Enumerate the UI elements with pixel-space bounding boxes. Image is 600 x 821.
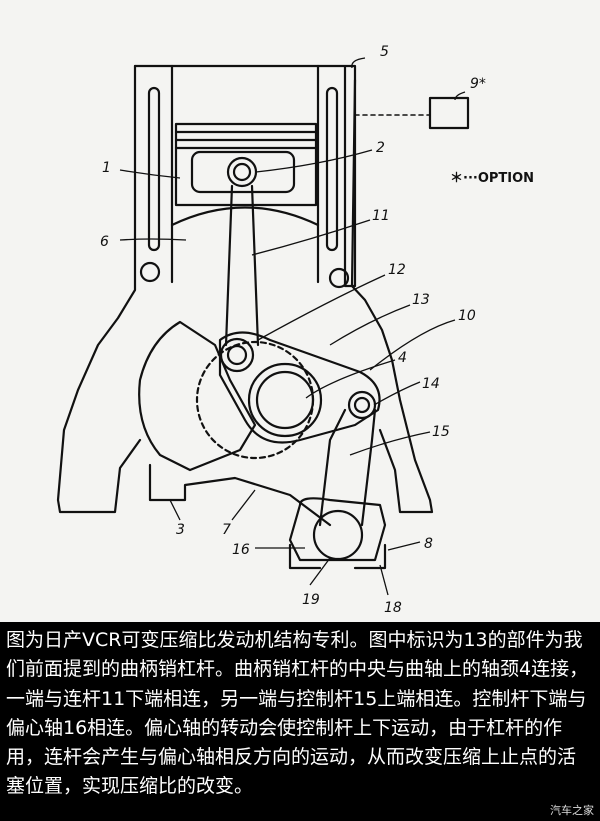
label-19: 19 [302,592,320,608]
label-5: 5 [380,44,389,60]
label-18: 18 [384,600,402,616]
label-9: 9* [470,76,486,92]
connecting-rod [224,184,260,347]
label-6: 6 [100,234,109,250]
cylinder-block [133,64,357,288]
label-2: 2 [376,140,385,156]
watermark: 汽车之家 [550,804,594,817]
caption-text: 图为日产VCR可变压缩比发动机结构专利。图中标识为13的部件为我们前面提到的曲柄… [6,629,589,798]
piston-pin [226,156,258,188]
option-actuator [428,96,470,130]
label-15: 15 [432,424,450,440]
crank-pin-lever [218,331,381,444]
label-8: 8 [424,536,433,552]
right-slot [325,86,339,252]
label-1: 1 [102,160,111,176]
eccentric-shaft [312,509,364,561]
engine-diagram: 1 2 5 9* ＊···OPTION 6 11 12 13 10 4 14 1… [56,44,534,616]
piston [174,122,318,150]
label-7: 7 [222,522,231,538]
caption-panel: 图为日产VCR可变压缩比发动机结构专利。图中标识为13的部件为我们前面提到的曲柄… [0,622,600,821]
label-14: 14 [422,376,440,392]
left-slot [147,86,161,252]
label-3: 3 [176,522,185,538]
label-4: 4 [398,350,407,366]
label-11: 11 [372,208,390,224]
label-10: 10 [458,308,476,324]
label-12: 12 [388,262,406,278]
label-16: 16 [232,542,250,558]
control-rod [318,408,377,527]
option-note: ＊···OPTION [450,171,534,186]
crank-journal [247,362,323,438]
label-13: 13 [412,292,430,308]
